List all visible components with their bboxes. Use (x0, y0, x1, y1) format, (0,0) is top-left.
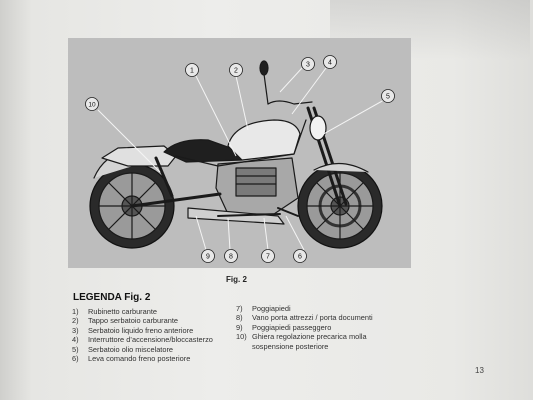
callout-9-label: 9 (206, 254, 210, 261)
callout-1-label: 1 (190, 68, 194, 75)
legend-list-right: 7) Poggiapiedi 8) Vano porta attrezzi / po… (236, 304, 436, 351)
callout-3-label: 3 (306, 62, 310, 69)
legend-item-number: 6) (72, 354, 79, 364)
callout-7: 7 (261, 249, 275, 263)
legend-title: LEGENDA Fig. 2 (73, 292, 151, 303)
legend-item: sospensione posteriore (236, 342, 436, 351)
callout-6-label: 6 (298, 254, 302, 261)
legend-item-text: Interruttore d’accensione/bloccasterzo (88, 335, 213, 345)
legend-item-text: Vano porta attrezzi / porta documenti (252, 313, 373, 323)
callout-2-label: 2 (234, 68, 238, 75)
legend-item: 5) Serbatoio olio miscelatore (72, 345, 242, 354)
legend-item-number: 7) (236, 304, 243, 313)
legend-item-text: Serbatoio liquido freno anteriore (88, 325, 194, 335)
legend-item-text: Rubinetto carburante (88, 307, 158, 316)
legend-item-number: 3) (72, 325, 79, 335)
legend-item-number: 2) (72, 316, 79, 326)
legend-item: 9) Poggiapiedi passeggero (236, 323, 436, 332)
motorcycle-drawing: 1 2 3 4 5 10 9 (85, 55, 395, 263)
callout-5-label: 5 (386, 94, 390, 101)
legend-item: 8) Vano porta attrezzi / porta documenti (236, 313, 436, 322)
figure-caption: Fig. 2 (226, 275, 247, 284)
callout-4: 4 (323, 55, 337, 69)
callout-4-label: 4 (328, 60, 332, 67)
legend-item-number: 1) (72, 307, 79, 316)
legend-item-text: Serbatoio olio miscelatore (88, 344, 174, 354)
legend-item-text: Poggiapiedi (252, 304, 291, 313)
callout-10: 10 (85, 97, 99, 111)
callout-8-label: 8 (229, 254, 233, 261)
legend-item-number: 5) (72, 344, 79, 354)
page-number: 13 (475, 366, 484, 375)
callout-2: 2 (229, 63, 243, 77)
legend-item-text: sospensione posteriore (252, 341, 329, 351)
callout-8: 8 (224, 249, 238, 263)
callout-10-label: 10 (88, 102, 96, 109)
legend-item-text: Leva comando freno posteriore (88, 354, 191, 364)
legend-item: 2) Tappo serbatoio carburante (72, 316, 242, 325)
callout-7-label: 7 (266, 254, 270, 261)
callout-9: 9 (201, 249, 215, 263)
legend-item: 10) Ghiera regolazione precarica molla (236, 332, 436, 341)
legend-item-number: 10) (236, 332, 247, 342)
legend-item-text: Poggiapiedi passeggero (252, 322, 332, 332)
legend-item: 3) Serbatoio liquido freno anteriore (72, 326, 242, 335)
legend-item: 6) Leva comando freno posteriore (72, 354, 242, 363)
callout-1: 1 (185, 63, 199, 77)
legend-item-number: 8) (236, 313, 243, 323)
legend-item-text: Ghiera regolazione precarica molla (252, 332, 367, 342)
callout-5: 5 (381, 89, 395, 103)
legend-item-number: 9) (236, 322, 243, 332)
legend-list-left: 1) Rubinetto carburante 2) Tappo serbatoio… (72, 307, 242, 363)
legend-item-number: 4) (72, 335, 79, 345)
legend-item: 7) Poggiapiedi (236, 304, 436, 313)
callout-3: 3 (301, 57, 315, 71)
motorcycle-figure: 1 2 3 4 5 10 9 (68, 38, 411, 268)
legend-item: 1) Rubinetto carburante (72, 307, 242, 316)
legend-item: 4) Interruttore d’accensione/bloccasterzo (72, 335, 242, 344)
callout-6: 6 (293, 249, 307, 263)
legend-item-number (236, 342, 252, 351)
legend-item-text: Tappo serbatoio carburante (88, 316, 178, 326)
